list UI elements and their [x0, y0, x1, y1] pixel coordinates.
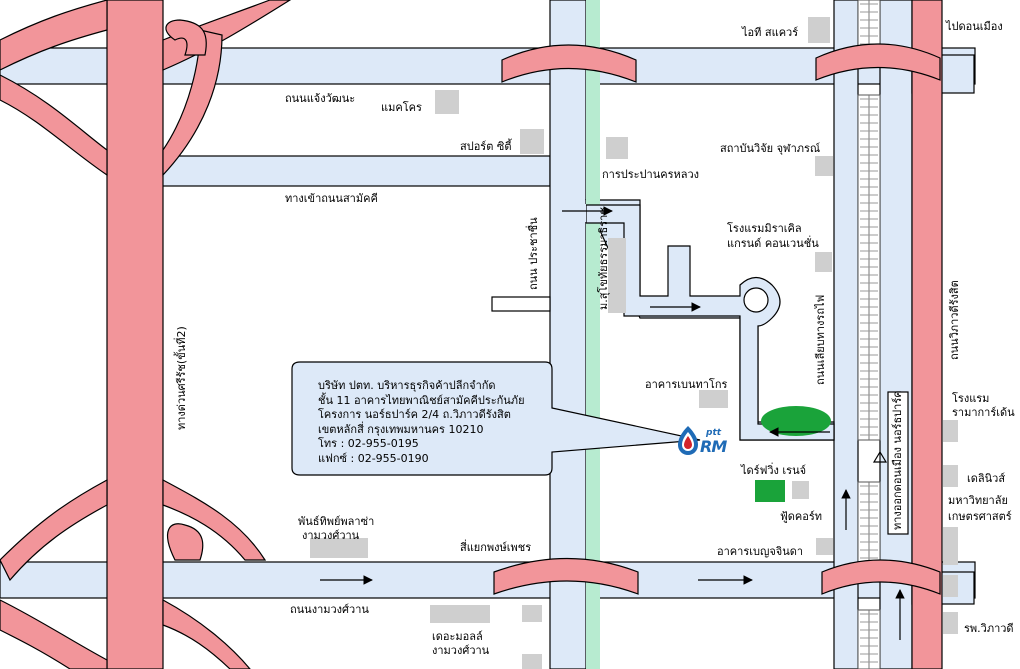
makro-label: แมคโคร — [381, 101, 422, 114]
the-mall-label-1: เดอะมอลล์ — [432, 630, 483, 643]
srirat-expressway — [106, 0, 164, 669]
address-line-1: ชั้น 11 อาคารไทยพาณิชย์สามัคคีประกันภัย — [318, 393, 525, 407]
pantip-label-2: งามวงศ์วาน — [302, 529, 360, 542]
buildings — [310, 17, 958, 669]
srirat-label: ทางด่วนศรีรัช(ขั้นที่2) — [175, 326, 188, 430]
sport-city-label: สปอร์ต ซิตี้ — [460, 140, 512, 153]
pantip-label-1: พันธ์ทิพย์พลาซ่า — [298, 515, 375, 528]
address-line-2: โครงการ นอร์ธปาร์ค 2/4 ถ.วิภาวดีรังสิต — [318, 408, 511, 421]
delinews-label: เดลินิวส์ — [967, 472, 1006, 485]
ngamwongwan-label: ถนนงามวงศ์วาน — [290, 603, 369, 616]
university-strip — [586, 0, 600, 669]
phone-line: โทร : 02-955-0195 — [318, 437, 419, 450]
driving-range-label: ไดร์ฟวิ่ง เรนจ์ — [741, 464, 807, 477]
samakkhi-road — [159, 155, 551, 187]
northpark-exit-sign — [887, 391, 909, 535]
rama-gardens-label-2: รามาการ์เด้น — [952, 406, 1015, 419]
logo-rm-text: RM — [700, 437, 727, 456]
vibhavadi-road — [879, 0, 913, 669]
kasetsart-label-2: เกษตรศาสตร์ — [948, 510, 1012, 523]
chulabhorn-label: สถาบันวิจัย จุฬาภรณ์ — [720, 142, 821, 155]
food-court-label: ฟู้ดคอร์ท — [780, 510, 823, 523]
stou-label: ม.สุโขทัยธรรมาธิราช — [597, 207, 610, 310]
company-name-line: บริษัท ปตท. บริหารธุรกิจค้าปลีกจำกัด — [318, 379, 496, 392]
driving-range-green — [755, 480, 785, 502]
northpark-exit-label: ทางออกดอนเมือง นอร์ธปาร์ค — [891, 390, 904, 530]
chaeng-watthana-label: ถนนแจ้งวัฒนะ — [285, 92, 356, 105]
ptt-rm-logo — [678, 426, 698, 455]
railway-side-road — [833, 0, 859, 669]
the-mall-label-2: งามวงศ์วาน — [432, 644, 490, 657]
company-address: บริษัท ปตท. บริหารธุรกิจค้าปลีกจำกัด ชั้… — [318, 379, 525, 466]
it-square-label: ไอที สแควร์ — [742, 26, 799, 39]
address-line-3: เขตหลักสี่ กรุงเทพมหานคร 10210 — [318, 422, 484, 436]
kasetsart-label-1: มหาวิทยาลัย — [948, 494, 1008, 507]
sikak-phong-phet-label: สี่แยกพงษ์เพชร — [460, 541, 532, 554]
address-callout — [291, 361, 701, 476]
prachachuen-road — [549, 0, 587, 669]
phyathai-label: รพ.วิภาวดี — [964, 622, 1014, 635]
fax-line: แฟกซ์ : 02-955-0190 — [318, 451, 429, 465]
miracle-hotel-label-2: แกรนด์ คอนเวนชั่น — [727, 237, 819, 250]
mwa-label: การประปานครหลวง — [602, 168, 700, 181]
railway-road-label: ถนนเลียบทางรถไฟ — [814, 294, 827, 385]
benta-kosa-label: อาคารเบนทาโกร — [645, 378, 728, 391]
prachachuen-label: ถนน ประชาชื่น — [527, 217, 540, 290]
vibhavadi-elevated — [911, 0, 943, 669]
vibhavadi-label: ถนนวิภาวดีรังสิต — [948, 280, 961, 360]
rama-gardens-label-1: โรงแรม — [952, 392, 990, 405]
miracle-hotel-label-1: โรงแรมมิราเคิล — [727, 222, 802, 235]
samakkhi-entrance-label: ทางเข้าถนนสามัคคี — [285, 192, 378, 205]
benchachinda-label: อาคารเบญจจินดา — [717, 545, 804, 558]
to-don-mueang-label: ไปดอนเมือง — [946, 20, 1003, 33]
logo-ptt-text: ptt — [706, 428, 722, 438]
